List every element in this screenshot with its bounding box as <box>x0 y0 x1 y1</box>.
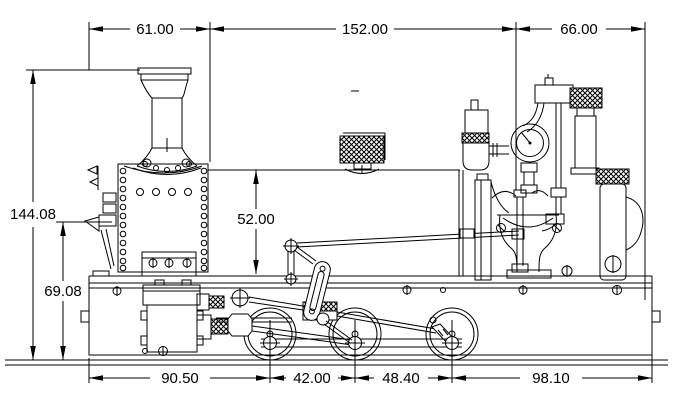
rail-lines <box>5 359 668 366</box>
safety-valve <box>461 99 509 171</box>
motion-gear <box>216 228 520 353</box>
dimension-extension-lines <box>26 22 653 383</box>
front-buffer <box>80 310 90 323</box>
dimension-center-52: 52.00 <box>237 170 275 274</box>
smokebox <box>83 158 209 277</box>
door-dart-handle <box>83 216 100 232</box>
dimension-bottom-98: 98.10 <box>452 370 652 387</box>
dim-label-bottom-90: 90.50 <box>161 370 199 387</box>
dimension-bottom-48: 48.40 <box>355 370 452 387</box>
dim-label-bottom-42: 42.00 <box>293 370 331 387</box>
cab-pipework <box>541 103 567 232</box>
dim-label-bottom-48: 48.40 <box>382 370 420 387</box>
rivets-left <box>119 167 127 272</box>
rivets-right <box>200 167 208 272</box>
dim-label-center-52: 52.00 <box>237 211 275 228</box>
firebox-backhead <box>458 170 573 281</box>
frame-screws <box>112 285 622 356</box>
dim-label-top-66: 66.00 <box>560 21 598 38</box>
pressure-gauge <box>510 123 550 194</box>
dimension-top-61: 61.00 <box>89 21 210 38</box>
front-step <box>92 270 110 277</box>
dim-label-left-69: 69.08 <box>44 283 82 300</box>
piston-gland <box>196 314 212 340</box>
rivets-row <box>136 188 192 196</box>
gauge-needle <box>520 131 531 144</box>
dim-label-left-144: 144.08 <box>10 206 56 223</box>
cylinder-block <box>140 279 229 353</box>
dome-valve-knob <box>339 132 386 174</box>
regulator-valve <box>569 87 603 175</box>
dim-label-top-152: 152.00 <box>342 21 388 38</box>
smokebox-door-hardware <box>83 165 117 270</box>
dim-label-top-61: 61.00 <box>136 21 174 38</box>
dimension-bottom-90: 90.50 <box>89 370 270 387</box>
manifold-bracket <box>522 74 574 133</box>
reach-rod <box>296 228 520 248</box>
dim-label-bottom-98: 98.10 <box>532 370 570 387</box>
dimension-top-152: 152.00 <box>210 21 516 38</box>
expansion-link-assembly <box>283 238 353 344</box>
valve-gland <box>196 293 210 311</box>
dimension-bottom-42: 42.00 <box>270 370 355 387</box>
dimension-left-69: 69.08 <box>44 222 82 360</box>
smokebox-saddle <box>141 251 197 277</box>
dimension-left-144: 144.08 <box>10 70 56 360</box>
lubricator-tank <box>595 168 644 281</box>
tank-pipe-loop <box>625 196 644 251</box>
crosshead <box>227 313 253 337</box>
reverser-stand <box>511 189 529 273</box>
boiler <box>208 90 460 171</box>
chimney <box>132 67 202 175</box>
dimension-top-66: 66.00 <box>516 21 645 38</box>
rear-buffer <box>651 310 661 323</box>
handrail-knob <box>181 158 191 168</box>
